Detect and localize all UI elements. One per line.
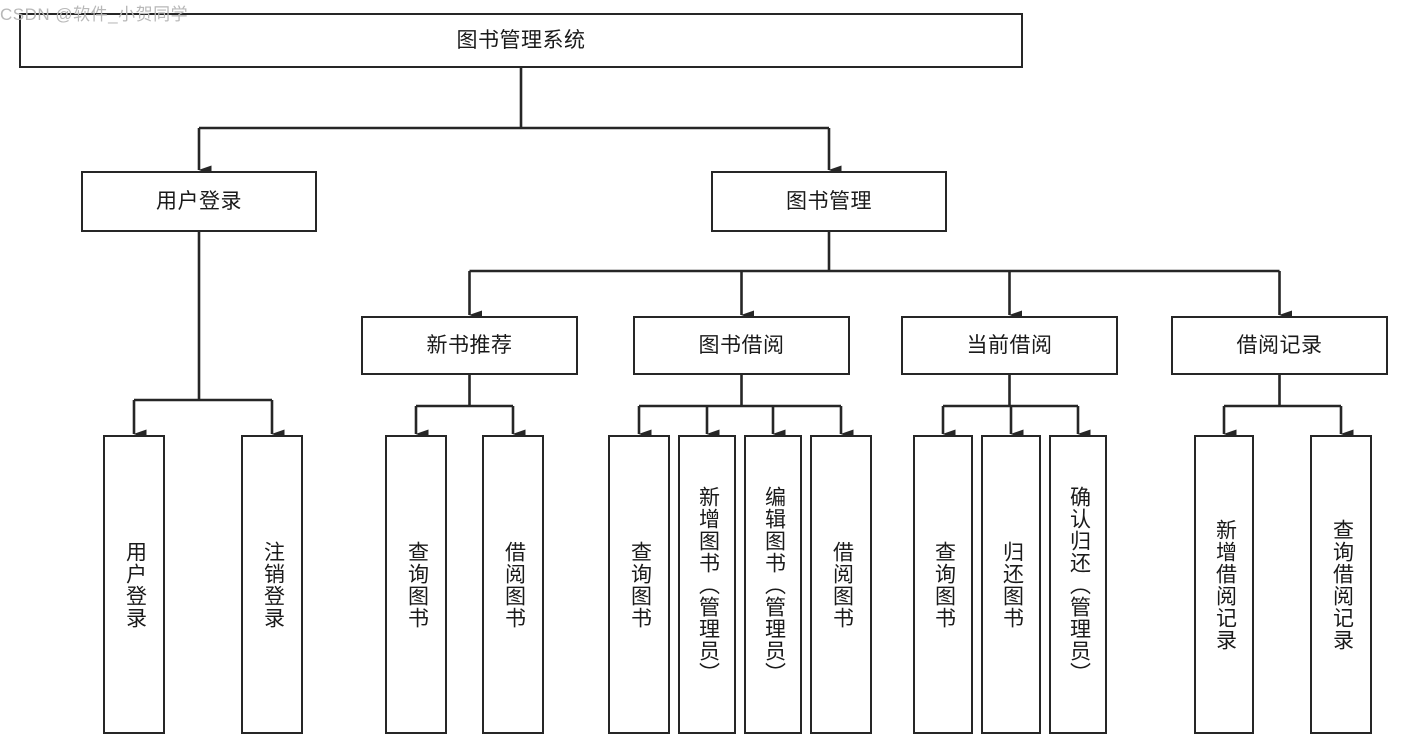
node-leaf-edit-book[interactable]: 编辑图书（管理员） [744,435,802,734]
node-label: 编辑图书（管理员） [762,485,786,684]
node-leaf-query-record[interactable]: 查询借阅记录 [1310,435,1372,734]
node-leaf-logout[interactable]: 注销登录 [241,435,303,734]
node-leaf-borrow-book-rec[interactable]: 借阅图书 [482,435,544,734]
node-label: 新增借阅记录 [1213,518,1237,651]
node-label: 借阅记录 [1236,333,1323,357]
node-leaf-query-book-cur[interactable]: 查询图书 [913,435,973,734]
node-label: 借阅图书 [830,540,854,629]
node-book-borrow[interactable]: 图书借阅 [633,316,850,375]
node-new-book-rec[interactable]: 新书推荐 [361,316,578,375]
node-label: 图书管理系统 [456,28,586,52]
node-label: 查询借阅记录 [1330,518,1354,651]
node-leaf-user-login[interactable]: 用户登录 [103,435,165,734]
node-label: 用户登录 [123,540,147,629]
node-leaf-add-book[interactable]: 新增图书（管理员） [678,435,736,734]
connector-group [132,68,1354,439]
node-label: 新书推荐 [426,333,513,357]
watermark-label: CSDN @软件_小贺同学 [0,5,189,24]
node-label: 查询图书 [932,540,956,629]
node-label: 当前借阅 [966,333,1053,357]
node-leaf-query-book-rec[interactable]: 查询图书 [385,435,447,734]
node-leaf-confirm-return[interactable]: 确认归还（管理员） [1049,435,1107,734]
node-leaf-return-book[interactable]: 归还图书 [981,435,1041,734]
node-leaf-query-book-borrow[interactable]: 查询图书 [608,435,670,734]
node-label: 确认归还（管理员） [1067,485,1091,684]
node-book-manage[interactable]: 图书管理 [711,171,947,232]
node-label: 用户登录 [156,189,242,213]
node-root[interactable]: 图书管理系统 [19,13,1023,68]
node-label: 借阅图书 [502,540,526,629]
node-label: 注销登录 [261,540,285,629]
node-leaf-add-record[interactable]: 新增借阅记录 [1194,435,1254,734]
node-label: 图书借阅 [698,333,785,357]
node-leaf-borrow-book[interactable]: 借阅图书 [810,435,872,734]
node-label: 图书管理 [786,189,872,213]
node-label: 归还图书 [1000,540,1024,629]
node-label: 查询图书 [628,540,652,629]
node-user-login[interactable]: 用户登录 [81,171,317,232]
node-current-borrow[interactable]: 当前借阅 [901,316,1118,375]
node-label: 新增图书（管理员） [696,485,720,684]
node-label: 查询图书 [405,540,429,629]
node-borrow-record[interactable]: 借阅记录 [1171,316,1388,375]
